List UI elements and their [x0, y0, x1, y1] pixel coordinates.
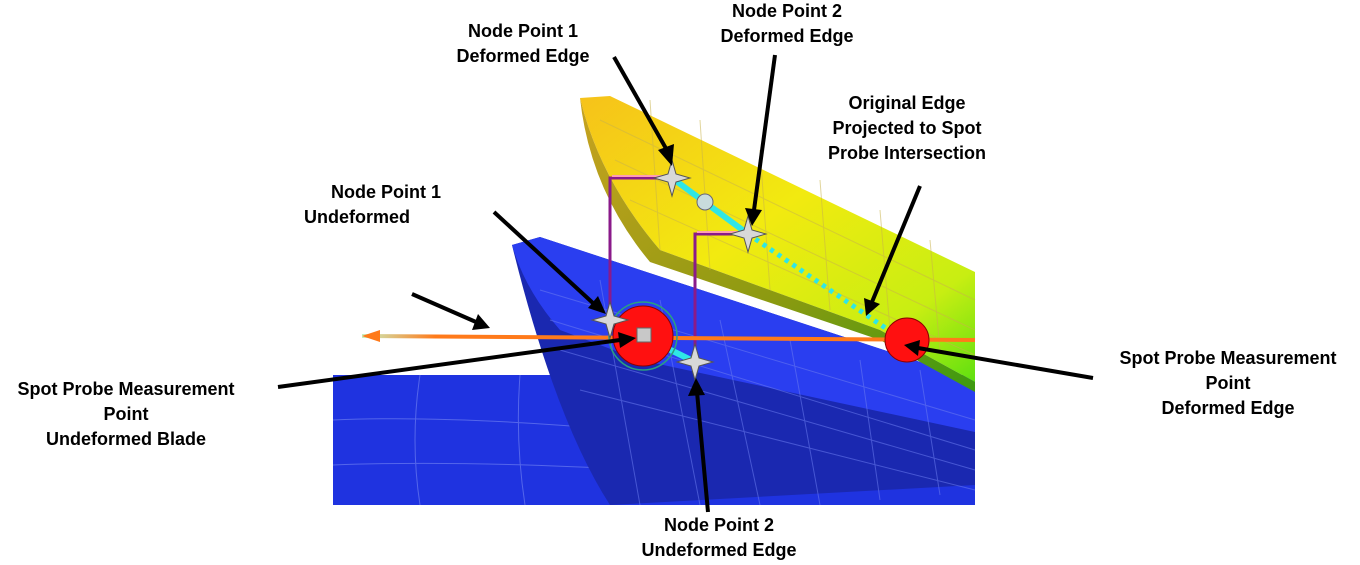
label-node2-deformed-line2: Deformed Edge — [720, 26, 853, 46]
label-node1-undeformed-line1: Node Point 1 — [331, 182, 441, 202]
arrowhead-spot-undeformed — [618, 332, 636, 348]
arrowhead-spot-deformed — [904, 340, 920, 356]
projected-edge-dotted-line — [746, 231, 902, 341]
label-spot-undeformed-line1: Spot Probe Measurement — [17, 379, 234, 399]
label-node2-undeformed: Node Point 2 Undeformed Edge — [641, 515, 796, 560]
arrowhead-node1-undeformed — [588, 296, 606, 314]
arrow-probe-beam — [411, 292, 477, 324]
label-spot-undeformed-line3: Undeformed Blade — [46, 429, 206, 449]
label-original-edge: Original Edge Projected to Spot Probe In… — [828, 93, 986, 163]
label-spot-undeformed-line2: Point — [104, 404, 149, 424]
label-spot-deformed-line2: Point — [1206, 373, 1251, 393]
label-original-edge-line2: Projected to Spot — [832, 118, 981, 138]
node2-deformed-marker — [728, 214, 768, 254]
arrowhead-node1-deformed — [658, 144, 674, 166]
arrow-node1-undeformed — [492, 210, 596, 306]
deformed-midpoint-marker — [696, 193, 714, 211]
blade-grid — [539, 279, 976, 506]
lower-blade-grid — [332, 374, 641, 506]
label-original-edge-line1: Original Edge — [848, 93, 965, 113]
leader-arrows — [277, 54, 1094, 513]
label-node2-undeformed-line1: Node Point 2 — [664, 515, 774, 535]
label-node2-deformed-line1: Node Point 2 — [732, 1, 842, 21]
probe-beam-arrowhead — [362, 330, 380, 342]
spot-probe-deformed-marker — [884, 317, 930, 363]
undeformed-midpoint-marker — [636, 327, 652, 343]
spot-probe-deformed — [884, 317, 930, 363]
label-node1-undeformed-line2: Undeformed — [304, 207, 410, 227]
node2-undeformed-marker — [675, 342, 715, 382]
arrowhead-original-edge — [864, 298, 880, 316]
upper-blade-face — [512, 237, 975, 432]
label-node1-undeformed: Node Point 1 Undeformed — [304, 182, 441, 227]
label-node2-deformed: Node Point 2 Deformed Edge — [720, 1, 853, 46]
label-node1-deformed: Node Point 1 Deformed Edge — [456, 21, 589, 66]
label-node1-deformed-line2: Deformed Edge — [456, 46, 589, 66]
arrow-spot-undeformed — [277, 338, 621, 389]
label-spot-deformed-line1: Spot Probe Measurement — [1119, 348, 1336, 368]
arrow-node2-undeformed — [695, 391, 710, 513]
arrow-original-edge — [870, 185, 922, 303]
node1-bracket — [608, 176, 672, 318]
label-node2-undeformed-line2: Undeformed Edge — [641, 540, 796, 560]
label-node1-deformed-line1: Node Point 1 — [468, 21, 578, 41]
node1-undeformed-marker — [590, 300, 630, 340]
arrowhead-node2-undeformed — [688, 378, 705, 396]
node-markers — [590, 158, 768, 382]
arrow-spot-deformed — [917, 346, 1094, 380]
arrow-node1-deformed — [612, 56, 670, 153]
undeformed-blade — [332, 237, 976, 506]
arrowhead-node2-deformed — [745, 208, 762, 226]
label-original-edge-line3: Probe Intersection — [828, 143, 986, 163]
arrowhead-probe-beam — [472, 314, 490, 330]
node1-deformed-marker — [652, 158, 692, 198]
label-spot-deformed: Spot Probe Measurement Point Deformed Ed… — [1119, 348, 1336, 418]
label-spot-deformed-line3: Deformed Edge — [1161, 398, 1294, 418]
arrow-node2-deformed — [752, 54, 777, 211]
label-spot-undeformed: Spot Probe Measurement Point Undeformed … — [17, 379, 234, 449]
deformed-blade-shade — [580, 98, 975, 392]
